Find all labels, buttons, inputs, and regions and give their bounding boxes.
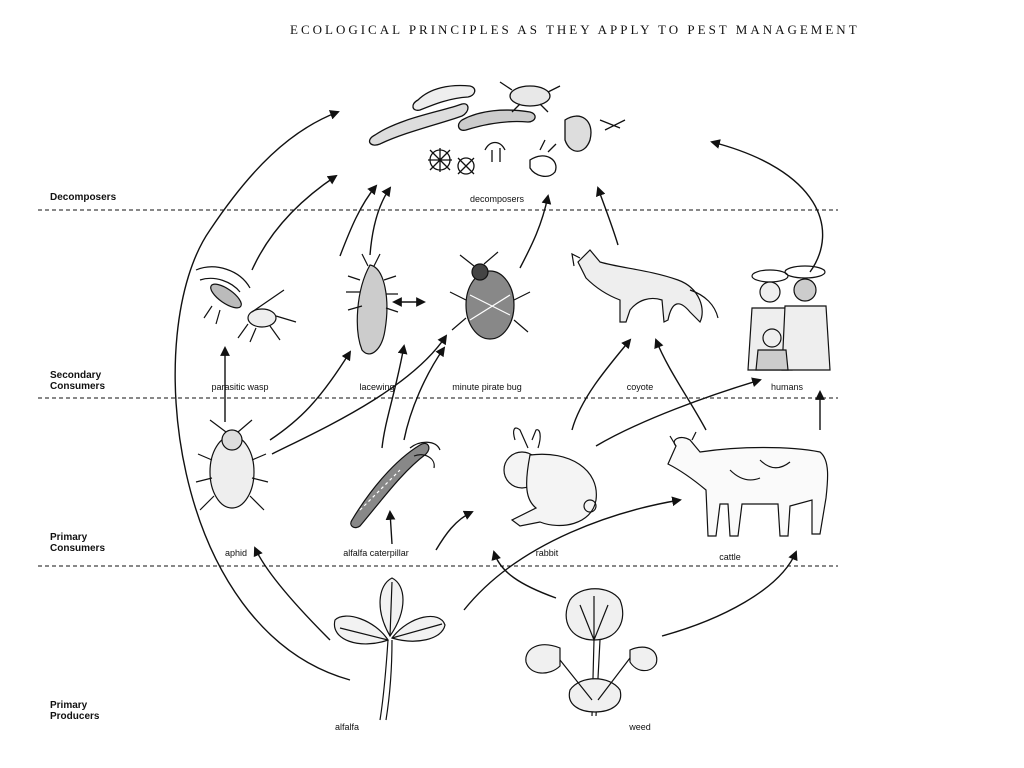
- arrow-alfalfa-to-cattle: [463, 496, 682, 611]
- weed-drawing: [525, 588, 658, 717]
- label-coyote: coyote: [626, 382, 654, 392]
- arrow-alfalfa-to-decomposers: [174, 110, 351, 681]
- level-secondary-line1: Secondary: [50, 370, 102, 381]
- arrow-caterpillar-to-lacewing: [381, 344, 408, 449]
- level-label-primary-consumers: Primary Consumers: [50, 532, 105, 554]
- arrow-humans-to-decomposers: [710, 139, 824, 273]
- diagram-title: ECOLOGICAL PRINCIPLES AS THEY APPLY TO P…: [290, 22, 860, 37]
- arrow-lacewing2-to-decomposers: [339, 184, 378, 257]
- alfalfa-caterpillar-drawing: [350, 441, 441, 529]
- humans-drawing: [747, 265, 831, 371]
- arrow-aphid-to-lacewing: [269, 350, 352, 441]
- arrow-wasp-to-decomposers: [251, 174, 338, 271]
- aphid-drawing: [195, 419, 269, 511]
- level-secondary-line2: Consumers: [50, 381, 106, 392]
- arrow-weed-to-rabbit: [491, 550, 557, 599]
- label-cattle: cattle: [719, 552, 741, 562]
- label-aphid: aphid: [224, 548, 248, 558]
- coyote-drawing: [571, 249, 719, 324]
- level-primary-consumers-line1: Primary: [50, 532, 88, 543]
- level-label-secondary-consumers: Secondary Consumers: [50, 370, 105, 392]
- arrow-piratebug-to-decomposers: [519, 194, 552, 269]
- label-parasitic-wasp: parasitic wasp: [211, 382, 269, 392]
- rabbit-drawing: [503, 427, 597, 527]
- label-alfalfa-caterpillar: alfalfa caterpillar: [343, 548, 409, 558]
- arrow-cattle-to-coyote: [654, 338, 707, 431]
- level-label-decomposers: Decomposers: [50, 192, 116, 203]
- arrow-rabbit-to-coyote: [571, 338, 632, 431]
- level-decomposers-text: Decomposers: [50, 192, 117, 203]
- alfalfa-drawing: [333, 577, 446, 721]
- label-alfalfa: alfalfa: [334, 722, 360, 732]
- level-label-primary-producers: Primary Producers: [50, 700, 99, 722]
- arrow-aphid-to-piratebug: [271, 334, 448, 455]
- parasitic-wasp-drawing: [195, 266, 297, 343]
- arrow-lacewing-to-decomposers: [369, 186, 392, 256]
- level-producers-line1: Primary: [50, 700, 88, 711]
- cattle-drawing: [667, 431, 829, 537]
- arrow-alfalfa-to-aphid: [253, 546, 331, 641]
- arrow-alfalfa-to-caterpillar: [385, 510, 396, 545]
- label-decomposers: decomposers: [469, 194, 525, 204]
- label-weed: weed: [629, 722, 651, 732]
- arrow-coyote-to-decomposers: [595, 186, 619, 246]
- arrow-caterpillar-to-piratebug: [403, 346, 446, 441]
- arrow-weed-to-cattle: [661, 550, 798, 637]
- label-minute-pirate-bug: minute pirate bug: [452, 382, 522, 392]
- level-producers-line2: Producers: [50, 711, 100, 722]
- label-humans: humans: [770, 382, 804, 392]
- minute-pirate-bug-drawing: [449, 251, 531, 340]
- decomposers-drawing: [368, 81, 626, 178]
- level-primary-consumers-line2: Consumers: [50, 543, 106, 554]
- energy-flow-arrows: [174, 110, 825, 681]
- label-rabbit: rabbit: [535, 548, 559, 558]
- arrow-alfalfa-to-rabbit: [435, 510, 474, 551]
- arrow-rabbit-to-humans: [595, 377, 762, 447]
- lacewing-drawing: [346, 253, 399, 355]
- label-lacewing: lacewing: [359, 382, 395, 392]
